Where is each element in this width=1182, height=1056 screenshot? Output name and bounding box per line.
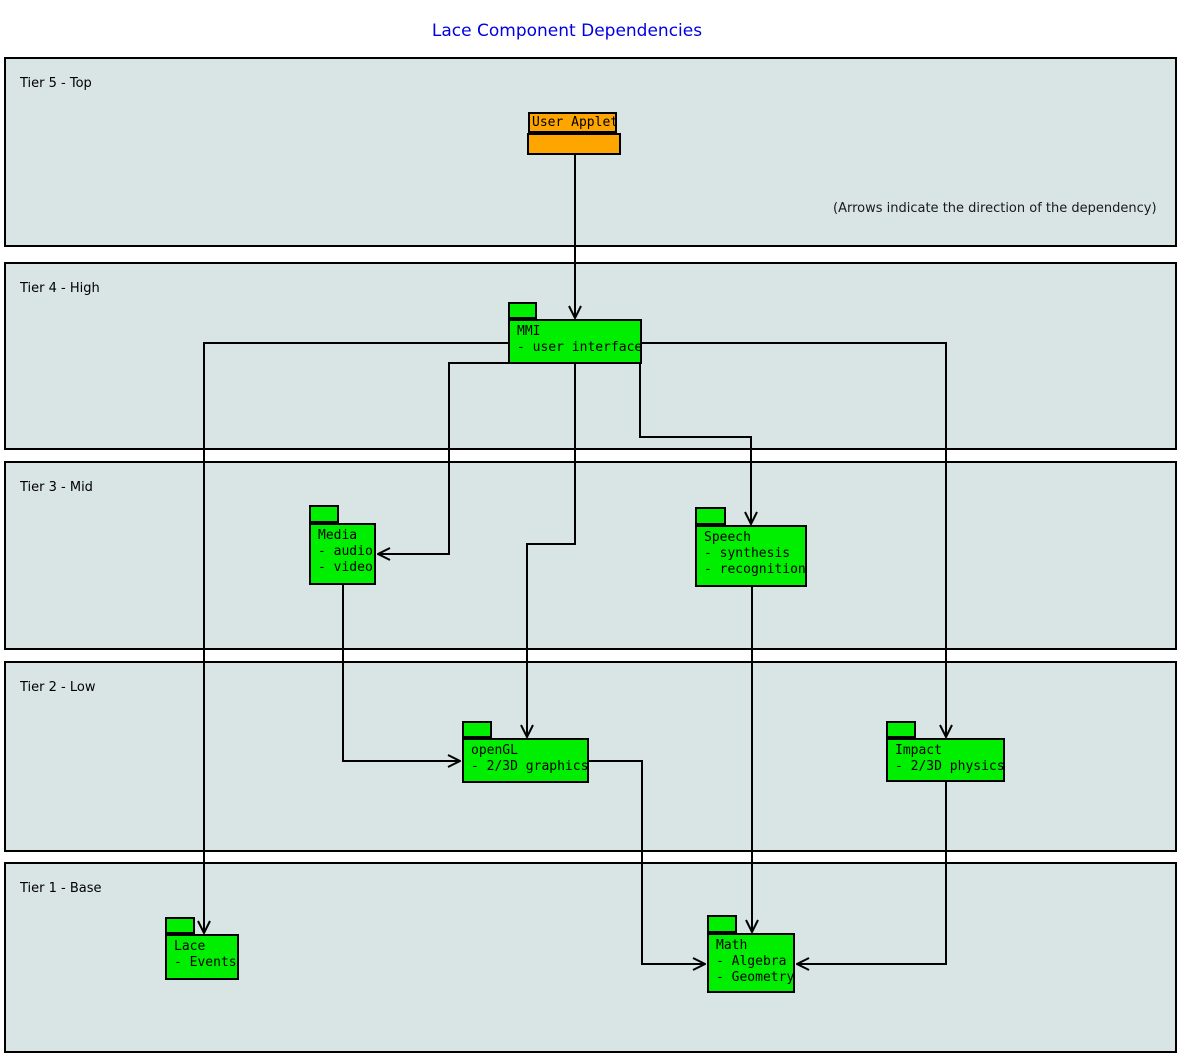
tier-label-5: Tier 5 - Top bbox=[20, 76, 92, 91]
tier-label-4: Tier 4 - High bbox=[20, 281, 100, 296]
component-mmi-name: MMI bbox=[517, 324, 541, 339]
edge-opengl-to-math bbox=[589, 760, 705, 964]
component-media-tab bbox=[309, 505, 339, 523]
component-lace-tab bbox=[165, 917, 195, 934]
edge-media-to-opengl bbox=[342, 584, 460, 761]
edge-mmi-to-speech bbox=[639, 364, 751, 524]
component-mmi-detail: - user interface bbox=[517, 340, 643, 355]
page-title: Lace Component Dependencies bbox=[431, 21, 703, 41]
component-user-applet-body bbox=[527, 133, 621, 155]
component-speech-tab bbox=[695, 507, 726, 525]
edge-mmi-to-lace bbox=[204, 342, 508, 933]
component-impact-detail: - 2/3D physics bbox=[895, 759, 1005, 774]
tier-band-2: Tier 2 - Low bbox=[4, 661, 1177, 852]
component-impact-name: Impact bbox=[895, 743, 942, 758]
component-media-detail: - audio bbox=[318, 544, 373, 559]
tier-label-3: Tier 3 - Mid bbox=[20, 480, 93, 495]
tier-label-1: Tier 1 - Base bbox=[20, 881, 102, 896]
tier-band-3: Tier 3 - Mid bbox=[4, 461, 1177, 650]
component-math-name: Math bbox=[716, 938, 748, 953]
component-speech: Speech - synthesis - recognition bbox=[695, 525, 807, 587]
arrow-direction-note: (Arrows indicate the direction of the de… bbox=[833, 201, 1157, 216]
component-math: Math - Algebra - Geometry bbox=[707, 933, 795, 993]
component-media: Media - audio - video bbox=[309, 523, 376, 585]
component-lace-detail: - Events bbox=[174, 955, 237, 970]
component-math-detail: - Algebra bbox=[716, 954, 787, 969]
component-speech-detail: - synthesis bbox=[704, 546, 791, 561]
component-lace-name: Lace bbox=[174, 939, 206, 954]
edge-mmi-to-impact bbox=[642, 342, 946, 737]
component-opengl-detail: - 2/3D graphics bbox=[471, 759, 589, 774]
component-lace: Lace - Events bbox=[165, 934, 239, 980]
edge-impact-to-math bbox=[797, 781, 947, 964]
component-impact: Impact - 2/3D physics bbox=[886, 738, 1005, 782]
edge-mmi-to-media bbox=[378, 362, 508, 554]
component-mmi-tab bbox=[508, 302, 537, 319]
component-speech-detail: - recognition bbox=[704, 562, 806, 577]
tier-label-2: Tier 2 - Low bbox=[20, 680, 96, 695]
component-speech-name: Speech bbox=[704, 530, 751, 545]
component-opengl: openGL - 2/3D graphics bbox=[462, 738, 589, 783]
component-math-tab bbox=[707, 915, 737, 933]
component-opengl-tab bbox=[462, 721, 492, 738]
component-mmi: MMI - user interface bbox=[508, 319, 642, 364]
component-user-applet-name: User Applet bbox=[532, 115, 619, 130]
component-media-detail: - video bbox=[318, 560, 373, 575]
component-user-applet: User Applet bbox=[528, 112, 619, 133]
component-opengl-name: openGL bbox=[471, 743, 518, 758]
component-media-name: Media bbox=[318, 528, 358, 543]
component-math-detail: - Geometry bbox=[716, 970, 795, 985]
component-impact-tab bbox=[886, 721, 916, 738]
edge-mmi-to-opengl bbox=[527, 364, 576, 737]
